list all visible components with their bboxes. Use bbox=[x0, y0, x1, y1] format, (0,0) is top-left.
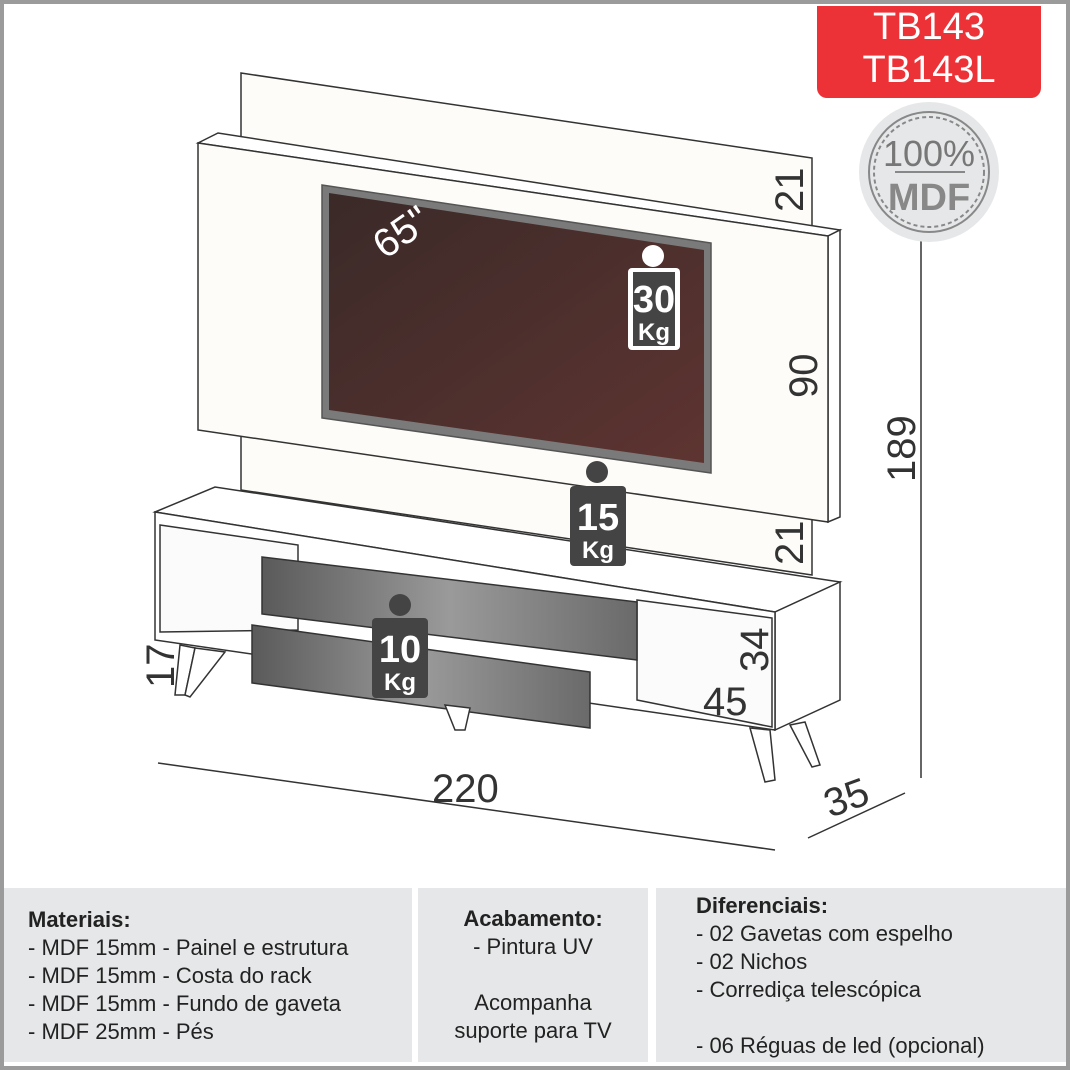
features-title: Diferenciais: bbox=[696, 893, 829, 918]
features-item: - Corrediça telescópica bbox=[696, 977, 921, 1002]
features-item: - 02 Gavetas com espelho bbox=[696, 921, 953, 946]
dim-niche-height: 34 bbox=[733, 628, 777, 673]
svg-text:Kg: Kg bbox=[638, 319, 670, 346]
dim-top-niche: 21 bbox=[768, 168, 812, 213]
svg-text:30: 30 bbox=[633, 279, 675, 321]
dim-leg-height: 17 bbox=[139, 644, 183, 689]
drawer-top-mirror bbox=[261, 556, 638, 661]
svg-text:MDF: MDF bbox=[888, 177, 970, 219]
weight-tag-15kg: 15 Kg bbox=[570, 461, 626, 566]
materials-panel: Materiais: - MDF 15mm - Painel e estrutu… bbox=[4, 888, 412, 1062]
features-panel: Diferenciais: - 02 Gavetas com espelho -… bbox=[656, 888, 1066, 1062]
materials-item: - MDF 25mm - Pés bbox=[28, 1019, 214, 1044]
leg bbox=[184, 647, 227, 698]
dim-bottom-niche: 21 bbox=[768, 521, 812, 566]
leg bbox=[748, 727, 776, 783]
dim-panel-height: 90 bbox=[782, 354, 826, 399]
finish-title: Acabamento: bbox=[463, 906, 603, 931]
finish-note: Acompanha bbox=[474, 990, 592, 1015]
features-item: - 02 Nichos bbox=[696, 949, 808, 974]
materials-title: Materiais: bbox=[28, 907, 131, 932]
tv-screen bbox=[329, 193, 704, 463]
finish-note: suporte para TV bbox=[454, 1018, 612, 1043]
model-badge: TB143 TB143L bbox=[817, 6, 1041, 98]
materials-item: - MDF 15mm - Fundo de gaveta bbox=[28, 991, 342, 1016]
mdf-seal: 100% MDF bbox=[859, 102, 999, 242]
svg-text:Kg: Kg bbox=[384, 669, 416, 696]
dim-niche-width: 45 bbox=[703, 680, 748, 724]
model-code: TB143L bbox=[862, 49, 996, 91]
model-code: TB143 bbox=[873, 6, 985, 48]
dimension-lines bbox=[157, 240, 922, 851]
svg-text:Kg: Kg bbox=[582, 537, 614, 564]
weight-tag-10kg: 10 Kg bbox=[372, 594, 428, 698]
finish-item: - Pintura UV bbox=[473, 934, 593, 959]
materials-item: - MDF 15mm - Costa do rack bbox=[28, 963, 312, 988]
svg-text:100%: 100% bbox=[883, 133, 975, 174]
leg bbox=[443, 704, 471, 731]
materials-item: - MDF 15mm - Painel e estrutura bbox=[28, 935, 349, 960]
front-panel-side bbox=[827, 228, 841, 524]
svg-text:10: 10 bbox=[379, 629, 421, 671]
right-niche bbox=[636, 599, 773, 728]
finish-panel: Acabamento: - Pintura UV Acompanha supor… bbox=[418, 888, 648, 1062]
dim-width: 220 bbox=[432, 767, 499, 811]
weight-tag-30kg: 30 Kg bbox=[628, 245, 680, 350]
leg bbox=[788, 721, 821, 768]
svg-text:15: 15 bbox=[577, 497, 619, 539]
dim-depth: 35 bbox=[818, 770, 875, 827]
features-extra: - 06 Réguas de led (opcional) bbox=[696, 1033, 985, 1058]
dim-total-height: 189 bbox=[880, 415, 924, 482]
